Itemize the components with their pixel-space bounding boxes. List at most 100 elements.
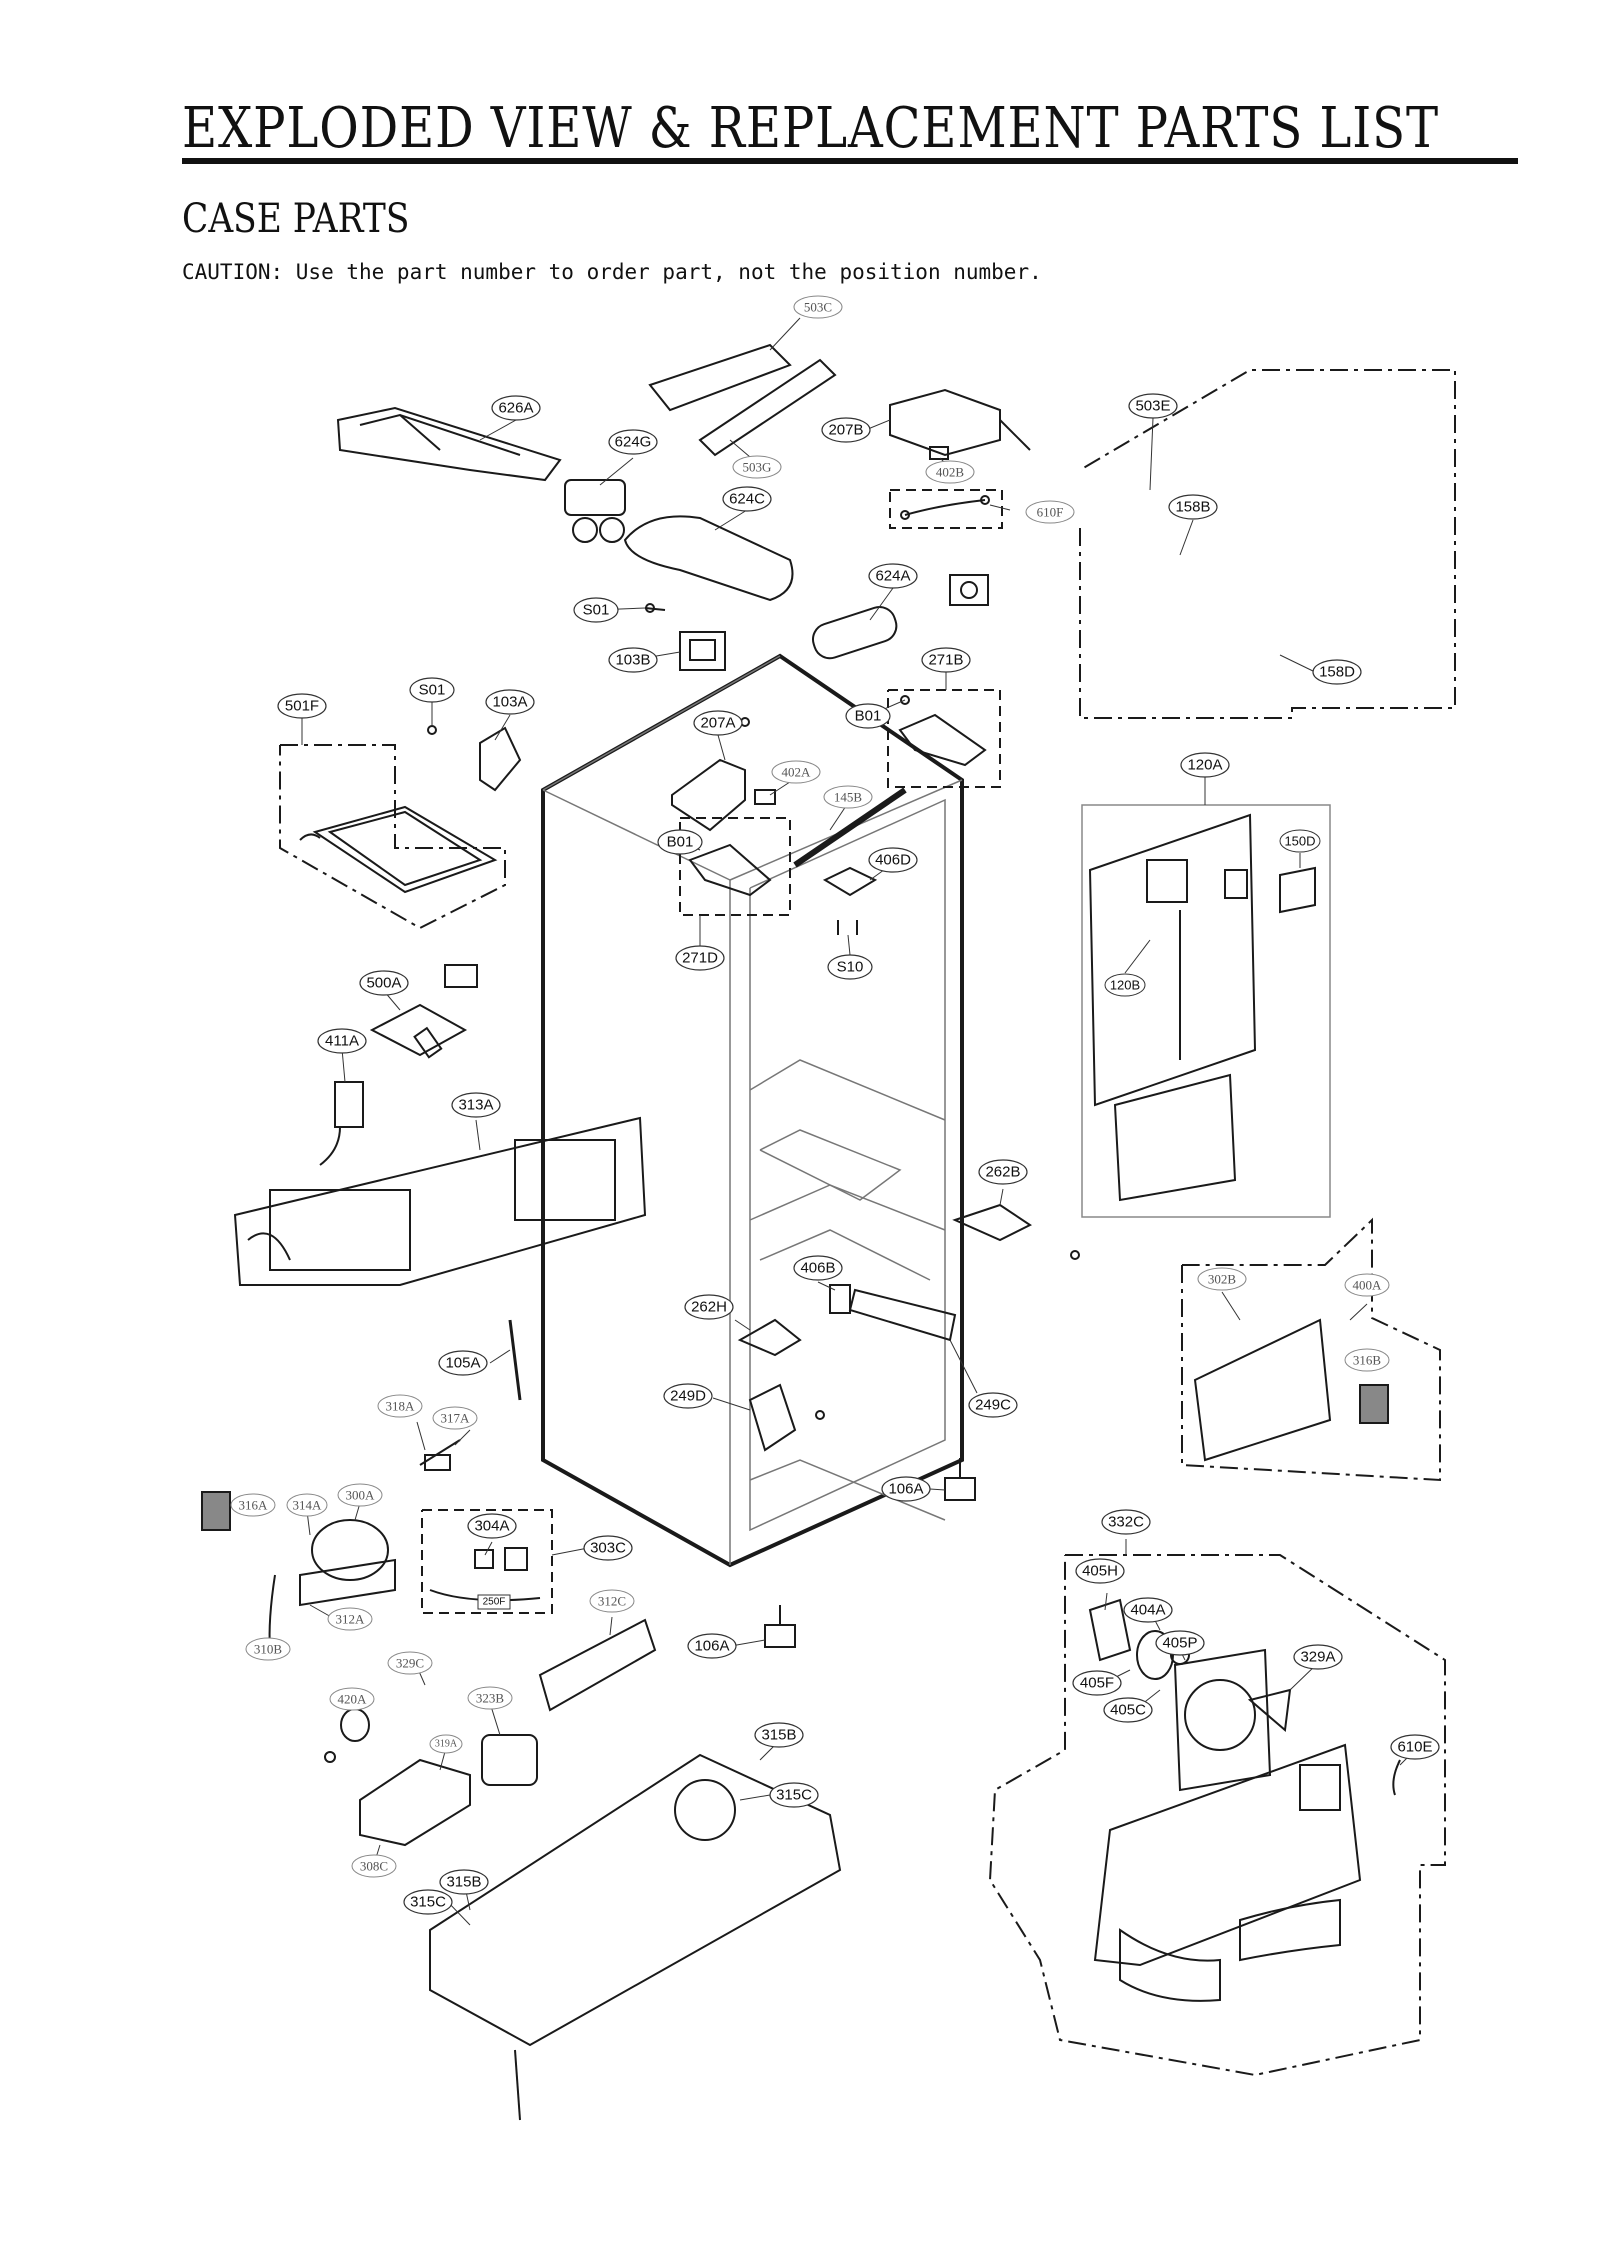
svg-text:323B: 323B bbox=[476, 1691, 505, 1706]
svg-text:329A: 329A bbox=[1300, 1649, 1335, 1666]
svg-text:315C: 315C bbox=[776, 1787, 812, 1804]
callout-405H: 405H bbox=[1075, 1558, 1125, 1584]
svg-text:103A: 103A bbox=[492, 694, 527, 711]
svg-text:315B: 315B bbox=[761, 1727, 796, 1744]
svg-text:411A: 411A bbox=[325, 1033, 359, 1050]
callout-302B: 302B bbox=[1197, 1267, 1247, 1291]
svg-text:120A: 120A bbox=[1187, 757, 1222, 774]
callout-323B: 323B bbox=[467, 1686, 513, 1710]
svg-text:B01: B01 bbox=[855, 708, 882, 725]
svg-text:503C: 503C bbox=[804, 300, 832, 315]
svg-text:402B: 402B bbox=[936, 465, 965, 480]
svg-text:262H: 262H bbox=[691, 1299, 727, 1316]
svg-text:624G: 624G bbox=[615, 434, 652, 451]
callout-120B: 120B bbox=[1104, 973, 1146, 997]
part-249D-lock bbox=[748, 1383, 825, 1452]
part-120A-duct bbox=[1088, 813, 1316, 1202]
group-box-271D bbox=[679, 817, 791, 916]
callout-271B: 271B bbox=[921, 647, 971, 673]
group-box-610F bbox=[889, 489, 1003, 529]
callout-402A: 402A bbox=[771, 760, 821, 784]
part-626A-drawer-rail bbox=[336, 406, 562, 482]
svg-text:120B: 120B bbox=[1110, 978, 1140, 993]
part-207B-module bbox=[889, 388, 1031, 460]
part-308C-cover bbox=[359, 1758, 471, 1847]
svg-text:503E: 503E bbox=[1135, 398, 1170, 415]
part-103A-cap bbox=[427, 725, 522, 792]
svg-text:402A: 402A bbox=[782, 765, 812, 780]
svg-text:312C: 312C bbox=[598, 1594, 626, 1609]
callout-207A: 207A bbox=[693, 710, 743, 736]
svg-text:400A: 400A bbox=[1353, 1278, 1383, 1293]
part-262B-hinge bbox=[952, 1203, 1080, 1260]
svg-text:262B: 262B bbox=[985, 1164, 1020, 1181]
callout-329A: 329A bbox=[1293, 1644, 1343, 1670]
part-271B-hinge bbox=[898, 695, 987, 767]
group-box-120A bbox=[1081, 804, 1331, 1218]
callout-249D: 249D bbox=[663, 1383, 713, 1409]
callout-150D: 150D bbox=[1279, 829, 1321, 853]
svg-text:103B: 103B bbox=[615, 652, 650, 669]
callout-624C: 624C bbox=[722, 486, 772, 512]
svg-text:310B: 310B bbox=[254, 1642, 283, 1657]
callout-S01: S01 bbox=[409, 677, 455, 703]
svg-text:610E: 610E bbox=[1397, 1739, 1432, 1756]
svg-text:405C: 405C bbox=[1110, 1702, 1146, 1719]
svg-text:300A: 300A bbox=[346, 1488, 376, 1503]
callout-402B: 402B bbox=[925, 460, 975, 484]
svg-text:207B: 207B bbox=[828, 422, 863, 439]
part-501F-tray bbox=[299, 805, 498, 894]
svg-text:406D: 406D bbox=[875, 852, 911, 869]
cabinet-inner-lines bbox=[542, 655, 963, 1565]
part-312C-cover bbox=[538, 1618, 657, 1712]
part-304A-relay bbox=[429, 1547, 541, 1602]
svg-text:106A: 106A bbox=[888, 1481, 923, 1498]
part-503C-board bbox=[648, 343, 837, 457]
callout-319A: 319A bbox=[429, 1734, 463, 1754]
svg-text:315B: 315B bbox=[446, 1874, 481, 1891]
svg-text:624A: 624A bbox=[875, 568, 910, 585]
svg-text:501F: 501F bbox=[285, 698, 319, 715]
svg-text:308C: 308C bbox=[360, 1859, 388, 1874]
callout-405C: 405C bbox=[1103, 1697, 1153, 1723]
callout-400A: 400A bbox=[1344, 1273, 1390, 1297]
callout-624G: 624G bbox=[608, 429, 658, 455]
part-106A-leveler bbox=[764, 1458, 976, 1648]
callout-404A: 404A bbox=[1123, 1597, 1173, 1623]
part-262H-hinge bbox=[737, 1318, 802, 1357]
callout-103A: 103A bbox=[485, 689, 535, 715]
callout-300A: 300A bbox=[337, 1483, 383, 1507]
callout-271D: 271D bbox=[675, 945, 725, 971]
svg-text:S01: S01 bbox=[583, 602, 610, 619]
callout-610E: 610E bbox=[1390, 1734, 1440, 1760]
svg-text:626A: 626A bbox=[498, 400, 533, 417]
callout-313A: 313A bbox=[451, 1092, 501, 1118]
svg-text:405F: 405F bbox=[1080, 1675, 1114, 1692]
page-title: EXPLODED VIEW & REPLACEMENT PARTS LIST bbox=[182, 96, 1439, 161]
svg-text:158B: 158B bbox=[1175, 499, 1210, 516]
callout-315C: 315C bbox=[403, 1889, 453, 1915]
callout-503G: 503G bbox=[732, 455, 782, 479]
svg-text:405P: 405P bbox=[1162, 1635, 1197, 1652]
callout-405P: 405P bbox=[1155, 1630, 1205, 1656]
callout-316B: 316B bbox=[1344, 1348, 1390, 1372]
callout-312C: 312C bbox=[589, 1589, 635, 1613]
callout-B01: B01 bbox=[845, 703, 891, 729]
caution-note: CAUTION: Use the part number to order pa… bbox=[182, 260, 1042, 284]
callout-158D: 158D bbox=[1312, 659, 1362, 685]
callout-315B: 315B bbox=[754, 1722, 804, 1748]
callout-624A: 624A bbox=[868, 563, 918, 589]
svg-text:317A: 317A bbox=[441, 1411, 471, 1426]
svg-text:329C: 329C bbox=[396, 1656, 424, 1671]
callout-308C: 308C bbox=[351, 1854, 397, 1878]
svg-text:303C: 303C bbox=[590, 1540, 626, 1557]
callout-626A: 626A bbox=[491, 395, 541, 421]
callout-B01: B01 bbox=[657, 829, 703, 855]
svg-text:420A: 420A bbox=[338, 1692, 368, 1707]
callout-329C: 329C bbox=[387, 1651, 433, 1675]
callout-262B: 262B bbox=[978, 1159, 1028, 1185]
svg-text:500A: 500A bbox=[366, 975, 401, 992]
group-box-303C bbox=[421, 1509, 553, 1614]
group-box-503E bbox=[1079, 369, 1456, 719]
